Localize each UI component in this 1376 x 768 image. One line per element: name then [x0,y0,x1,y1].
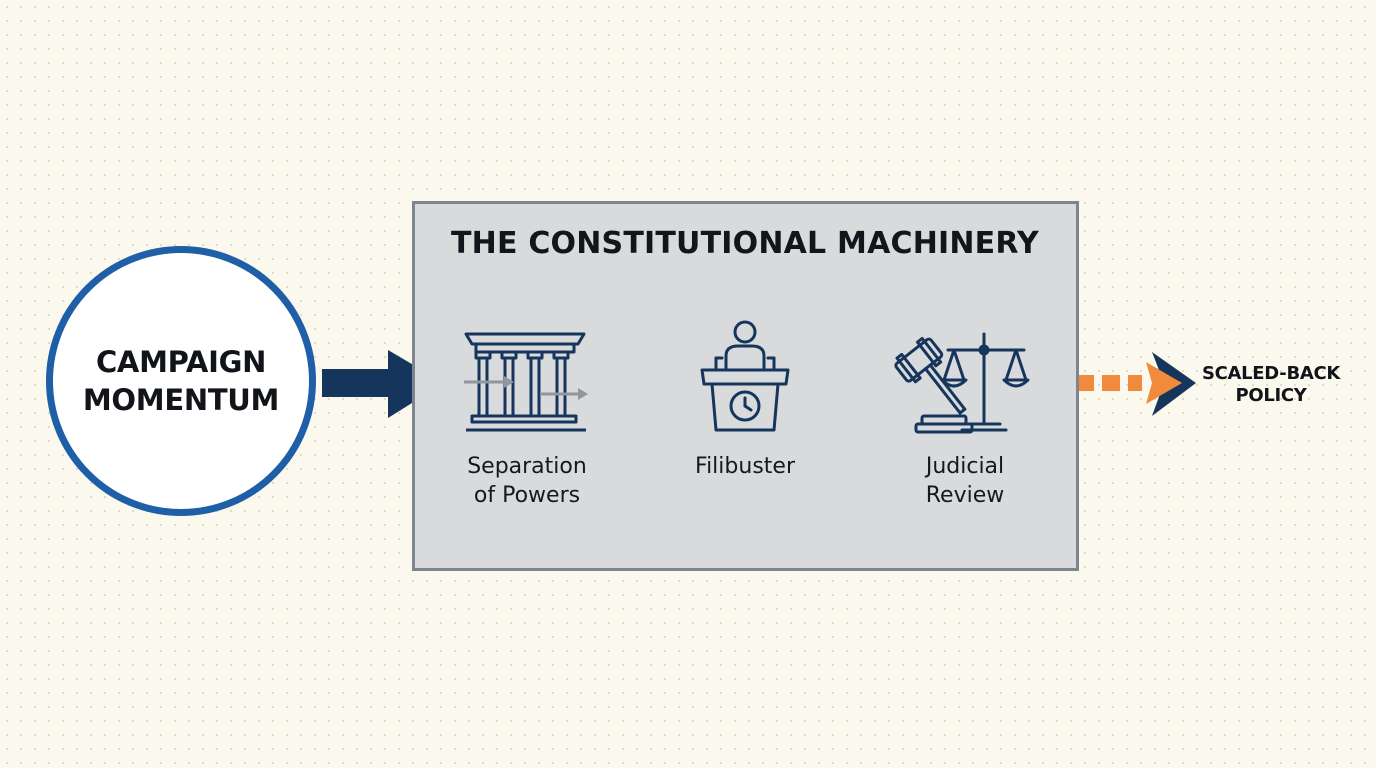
constitutional-machinery-panel [412,201,1079,571]
campaign-momentum-line2: MOMENTUM [82,383,280,417]
stage-judicial-review: Judicial Review [885,452,1045,510]
campaign-momentum-node: CAMPAIGN MOMENTUM [46,246,316,516]
machinery-title: THE CONSTITUTIONAL MACHINERY [451,226,1039,261]
scaled-back-policy-node: SCALED-BACK POLICY [1196,363,1346,407]
stage-label-line1: Separation [467,454,587,479]
stage-label-line1: Filibuster [695,454,795,479]
stage-label-line2: of Powers [473,483,581,508]
campaign-momentum-line1: CAMPAIGN [95,345,267,379]
stage-separation-of-powers: Separation of Powers [447,452,607,510]
output-line1: SCALED-BACK [1201,363,1341,384]
stage-filibuster: Filibuster [665,452,825,481]
gavel-scales-icon [894,332,1030,434]
output-line2: POLICY [1235,385,1307,406]
stage-label-line2: Review [925,483,1005,508]
stage-label-line1: Judicial [925,454,1005,479]
podium-clock-icon [700,320,790,432]
columns-icon [464,332,588,432]
